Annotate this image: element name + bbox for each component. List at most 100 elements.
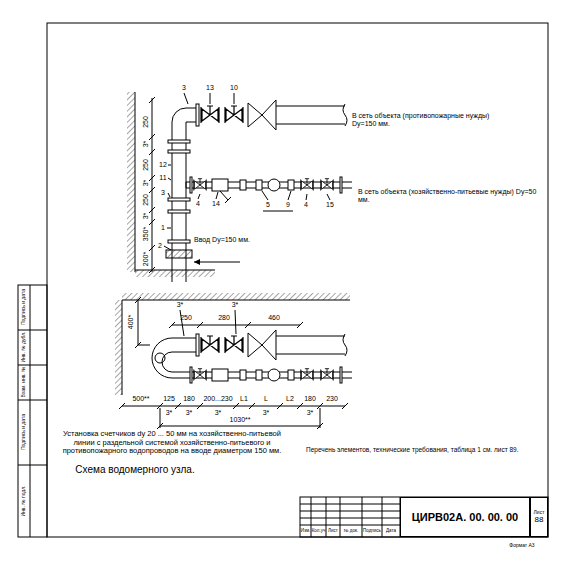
dimension-label: 180 <box>304 395 316 403</box>
drawing-use <box>301 369 314 381</box>
dimension-label: 3* <box>142 141 150 148</box>
title-block-header: Изм. <box>301 528 311 533</box>
dimension-tick <box>317 403 323 409</box>
drawing-circle <box>268 369 280 381</box>
stamp-label: Подпись и дата <box>21 289 27 325</box>
stamp-label: Инв. № подл. <box>21 485 27 516</box>
drawing-line <box>122 300 350 301</box>
drawing-rect <box>47 23 548 537</box>
drawing-use <box>225 336 243 353</box>
dimension-label: 250 <box>142 159 150 171</box>
title-block-header: Подпись <box>363 528 381 533</box>
dimension-label: L1 <box>240 395 248 403</box>
dimension-label: 3* <box>177 301 184 309</box>
dimension-label: 280 <box>218 314 230 322</box>
drawing-rect <box>196 104 199 126</box>
callout-number: 3 <box>182 84 186 92</box>
drawing-use <box>248 100 276 130</box>
drawing-line <box>135 270 215 271</box>
drawing-rect <box>135 270 215 277</box>
callout-number: 12 <box>159 161 167 169</box>
dimension-label: 3* <box>263 409 270 417</box>
dimension-label: 1030** <box>229 416 250 424</box>
note-text: Ввод Dy=150 мм. <box>194 236 250 244</box>
callout-number: 4 <box>196 200 200 208</box>
dimension-label: 3* <box>186 409 193 417</box>
drawing-path <box>18 330 47 465</box>
dimension-label: 3* <box>232 301 239 309</box>
drawing-use <box>321 369 334 381</box>
dimension-tick <box>157 403 163 409</box>
dimension-tick <box>119 403 125 409</box>
sheet-number-box: Лист88 <box>530 497 548 537</box>
drawing-use <box>201 106 219 123</box>
drawing-path <box>164 93 330 250</box>
note-text: Перечень элементов, технические требован… <box>306 446 519 453</box>
callout-number: 5 <box>266 201 270 209</box>
title-block-header: Дата <box>386 528 396 533</box>
callout-number: 2 <box>158 242 162 250</box>
dimension-tick <box>149 97 155 103</box>
dimension-tick <box>233 403 239 409</box>
dimension-label: 200* <box>142 252 150 266</box>
dimension-tick <box>149 219 155 225</box>
node-text: 88 <box>535 515 544 524</box>
dimension-tick <box>149 175 155 181</box>
title-block-header: Кол.уч <box>312 528 326 533</box>
drawing-rect <box>168 210 190 213</box>
drawing-line <box>194 262 240 263</box>
callout-number: 11 <box>159 174 166 182</box>
drawing-g <box>168 140 190 243</box>
drawing-path <box>122 300 345 428</box>
drawing-use <box>194 179 207 191</box>
drawing-rect <box>18 285 47 537</box>
drawing-path <box>300 497 548 537</box>
drawing-rect <box>196 334 199 356</box>
callout-number: 10 <box>230 84 238 92</box>
dimension-tick <box>197 322 203 328</box>
dimension-label: 180 <box>183 395 195 403</box>
drawing-line <box>30 285 31 537</box>
node-text: Лист <box>534 510 545 516</box>
dimension-label: 350* <box>142 227 150 241</box>
dimension-tick <box>169 322 175 328</box>
callout-number: 15 <box>326 201 334 209</box>
node-text: ЦИРВ02А. 00. 00. 00 <box>412 511 518 524</box>
callout-number: 4 <box>304 201 308 209</box>
dimension-tick <box>149 149 155 155</box>
dimension-label: 460 <box>268 314 280 322</box>
dimension-tick <box>245 322 251 328</box>
stamp-label: Подпись и дата <box>21 414 27 450</box>
drawing-rect <box>212 369 228 381</box>
dimension-label: 3* <box>142 180 150 187</box>
drawing-caption: Схема водомерного узла. <box>75 464 194 476</box>
dimension-tick <box>175 403 181 409</box>
drawing-rect <box>300 497 548 537</box>
title-block-header: № док. <box>344 528 358 533</box>
dimension-label: 250 <box>142 116 150 128</box>
drawing-path <box>276 334 347 356</box>
drawing-line <box>135 92 136 272</box>
note-text: В сеть объекта (противопожарные нужды) D… <box>352 112 502 128</box>
drawing-rect <box>115 300 122 395</box>
drawing-circle <box>268 179 280 191</box>
drawing-use <box>201 336 219 353</box>
drawing-g <box>119 97 348 429</box>
stamp-label: Взам. инв. № <box>21 367 27 398</box>
dimension-label: 500** <box>132 395 149 403</box>
drawing-rect <box>168 198 190 201</box>
dimension-tick <box>342 403 348 409</box>
dimension-label: L <box>264 395 268 403</box>
dimension-tick <box>149 187 155 193</box>
drawing-rect <box>288 370 294 380</box>
drawing-rect <box>240 180 246 190</box>
drawing-use <box>225 106 243 123</box>
stamp-label: Инв. № дубл. <box>21 332 27 363</box>
drawing-rect <box>288 180 294 190</box>
dimension-label: 125 <box>163 395 175 403</box>
drawing-line <box>152 98 153 272</box>
callout-number: 1 <box>161 224 165 232</box>
drawing-rect <box>190 177 192 193</box>
